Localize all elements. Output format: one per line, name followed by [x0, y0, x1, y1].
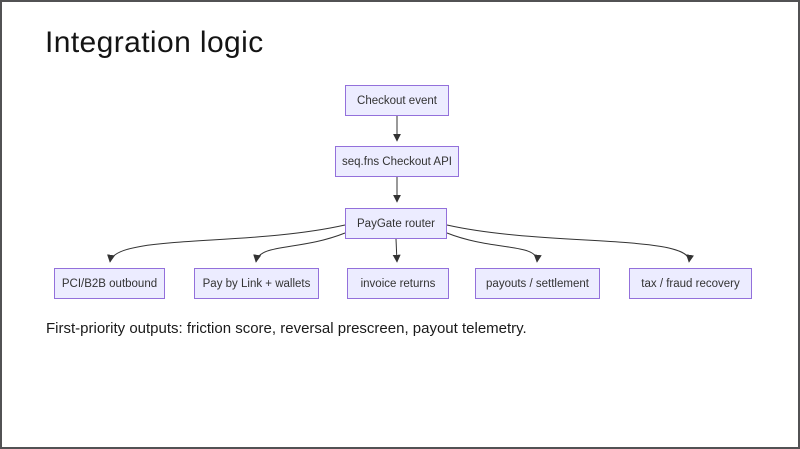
node-payouts-settlement: payouts / settlement	[475, 268, 600, 299]
slide-title: Integration logic	[45, 26, 264, 59]
node-pci-b2b-outbound: PCI/B2B outbound	[54, 268, 165, 299]
edge-router-to-tax-fraud	[446, 224, 694, 263]
node-paygate-router: PayGate router	[345, 208, 447, 239]
footnote: First-priority outputs: friction score, …	[46, 320, 527, 337]
node-checkout-api: seq.fns Checkout API	[335, 146, 459, 177]
edge-router-to-pci-b2b	[107, 224, 346, 263]
node-pay-by-link-wallets: Pay by Link + wallets	[194, 268, 319, 299]
node-tax-fraud-recovery: tax / fraud recovery	[629, 268, 752, 299]
edge-router-to-payouts	[446, 232, 542, 263]
node-invoice-returns: invoice returns	[347, 268, 449, 299]
edge-router-to-invoice-returns	[392, 238, 401, 263]
edge-router-to-pay-by-link	[253, 232, 346, 263]
node-checkout-event: Checkout event	[345, 85, 449, 116]
